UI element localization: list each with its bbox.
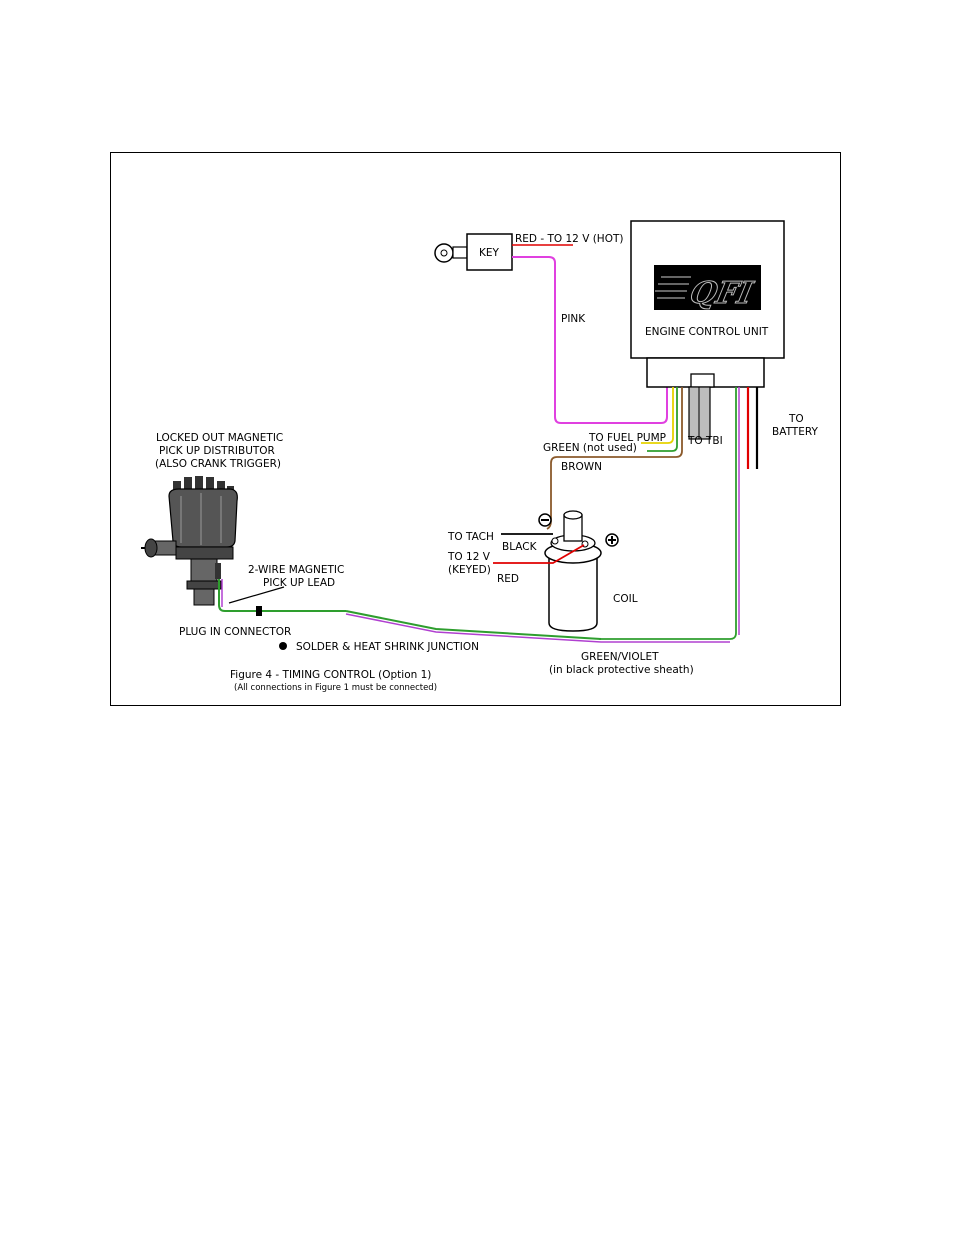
to-battery-label-1: TO [788,413,804,425]
to-fuel-pump-label: TO FUEL PUMP [588,432,666,444]
distributor-label-3: (ALSO CRANK TRIGGER) [155,458,281,470]
pink-label: PINK [561,313,586,325]
green-not-used-label: GREEN (not used) [543,442,637,454]
pickup-lead-label-2: PICK UP LEAD [263,577,335,589]
ignition-coil [544,510,602,632]
brown-wire [546,387,683,530]
key-switch-box [466,233,513,271]
key-label: KEY [479,247,500,259]
to-tach-label: TO TACH [447,531,494,543]
black-label: BLACK [502,541,538,553]
solder-junction-icon [279,642,287,650]
figure-caption-title: Figure 4 - TIMING CONTROL (Option 1) [230,669,431,681]
ignition-key-icon [434,243,468,263]
distributor-label-1: LOCKED OUT MAGNETIC [156,432,283,444]
to-12v-label-1: TO 12 V [447,551,491,563]
red-hot-label: RED - TO 12 V (HOT) [515,233,623,245]
green-violet-main-run [345,610,602,640]
ecu-center-connector [690,373,715,388]
green-violet-label-2: (in black protective sheath) [549,664,694,676]
pickup-lead-label-1: 2-WIRE MAGNETIC [248,564,344,576]
wiring-diagram: KEY RED - TO 12 V (HOT) PINK QFI ENGINE … [141,220,818,693]
qfi-logo: QFI [654,265,761,311]
pickup-lead-wire [218,579,346,612]
coil-label: COIL [613,593,638,605]
figure-caption-note: (All connections in Figure 1 must be con… [234,683,437,693]
to-battery-label-2: BATTERY [772,426,818,438]
fuel-pump-wire-yellow [641,387,674,444]
distributor-icon [141,476,238,606]
to-tbi-label: TO TBI [687,435,723,447]
pink-wire [512,256,668,424]
plug-in-connector-icon [256,606,262,616]
negative-terminal-icon [538,513,552,527]
brown-label: BROWN [561,461,602,473]
green-violet-label-1: GREEN/VIOLET [581,651,659,663]
fuel-pump-wire-green [647,387,678,452]
positive-terminal-icon [605,533,619,547]
green-violet-ecu-drop [599,387,737,640]
red-label: RED [497,573,519,585]
pickup-lead-leader [228,586,285,604]
ecu-label: ENGINE CONTROL UNIT [645,326,769,338]
figure-frame: KEY RED - TO 12 V (HOT) PINK QFI ENGINE … [110,152,841,706]
distributor-label-2: PICK UP DISTRIBUTOR [159,445,275,457]
solder-junction-label: SOLDER & HEAT SHRINK JUNCTION [296,641,479,653]
to-12v-label-2: (KEYED) [448,564,491,576]
qfi-logo-text: QFI [687,276,757,311]
coil-12v-wire [493,544,585,564]
plug-in-connector-label: PLUG IN CONNECTOR [179,626,291,638]
